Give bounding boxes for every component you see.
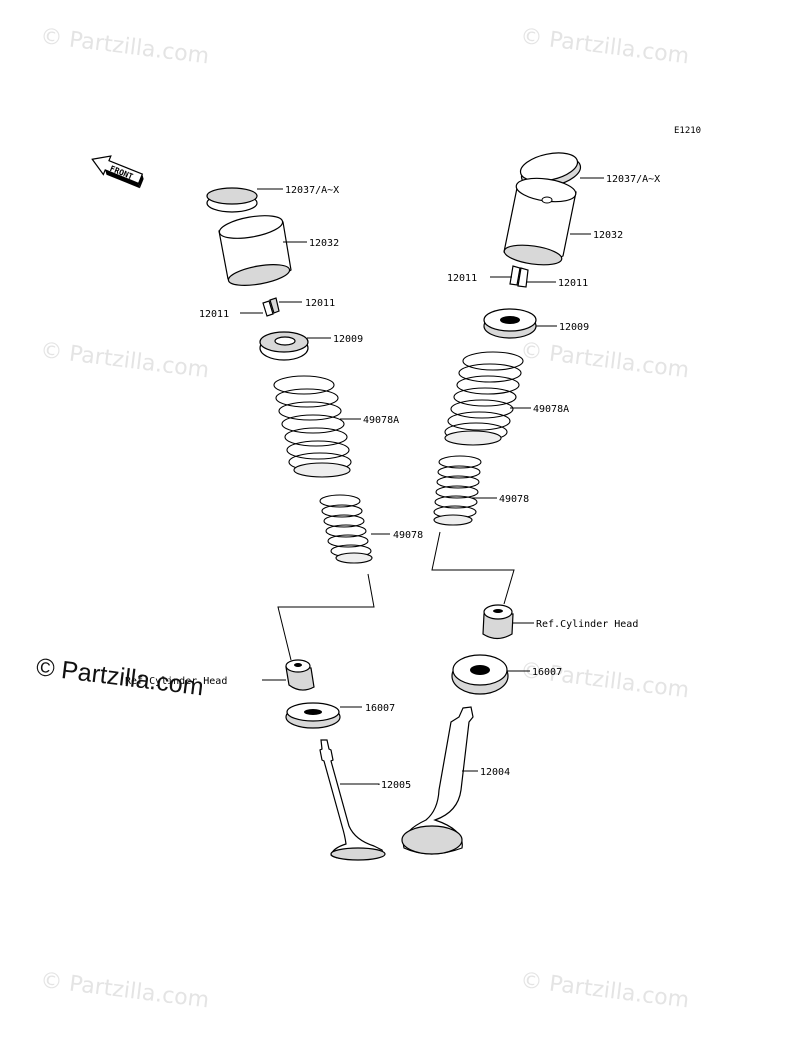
left-cotters	[262, 297, 280, 317]
left-outer-spring	[273, 375, 352, 478]
right-lifter-label: 12032	[593, 230, 623, 241]
right-shim-label: 12037/A~X	[606, 174, 660, 185]
right-inner-spring-label: 49078	[499, 494, 529, 505]
right-valve-seal	[451, 654, 509, 695]
left-inner-spring-label: 49078	[393, 530, 423, 541]
left-lifter-label: 12032	[309, 238, 339, 249]
right-retainer	[483, 308, 537, 339]
front-arrow-icon: FRONT	[91, 155, 144, 189]
right-inner-spring	[433, 455, 482, 526]
left-retainer	[259, 331, 309, 361]
left-valve	[319, 739, 386, 861]
right-shim	[519, 152, 582, 188]
diagram-code: E1210	[674, 126, 701, 136]
right-valve-guide	[482, 604, 514, 640]
right-cotters	[509, 265, 529, 288]
right-outer-spring	[444, 351, 524, 446]
right-valve-assembly: 12037/A~X 12032 12011 12011 12009 49078A…	[401, 152, 660, 855]
left-seal-label: 16007	[365, 703, 395, 714]
left-valve-label: 12005	[381, 780, 411, 791]
left-cotter-left-label: 12011	[199, 309, 229, 320]
left-lifter	[218, 215, 292, 286]
right-retainer-label: 12009	[559, 322, 589, 333]
left-break-line	[277, 573, 375, 661]
left-cotter-right-label: 12011	[305, 298, 335, 309]
right-valve-label: 12004	[480, 767, 510, 778]
left-inner-spring	[319, 494, 373, 564]
left-valve-assembly: 12037/A~X 12032 12011 12011 12009 49078A…	[125, 185, 423, 861]
right-valve	[401, 706, 474, 855]
left-cylinder-head-ref-label: Ref.Cylinder Head	[125, 676, 227, 687]
right-outer-spring-label: 49078A	[533, 404, 569, 415]
right-cotter-right-label: 12011	[558, 278, 588, 289]
right-lifter	[503, 177, 577, 266]
left-shim-label: 12037/A~X	[285, 185, 339, 196]
left-valve-guide	[285, 659, 315, 691]
right-cotter-left-label: 12011	[447, 273, 477, 284]
left-retainer-label: 12009	[333, 334, 363, 345]
right-seal-label: 16007	[532, 667, 562, 678]
right-cylinder-head-ref-label: Ref.Cylinder Head	[536, 619, 638, 630]
right-break-line	[431, 531, 515, 605]
left-shim	[206, 187, 258, 213]
left-outer-spring-label: 49078A	[363, 415, 399, 426]
left-valve-seal	[285, 702, 341, 729]
